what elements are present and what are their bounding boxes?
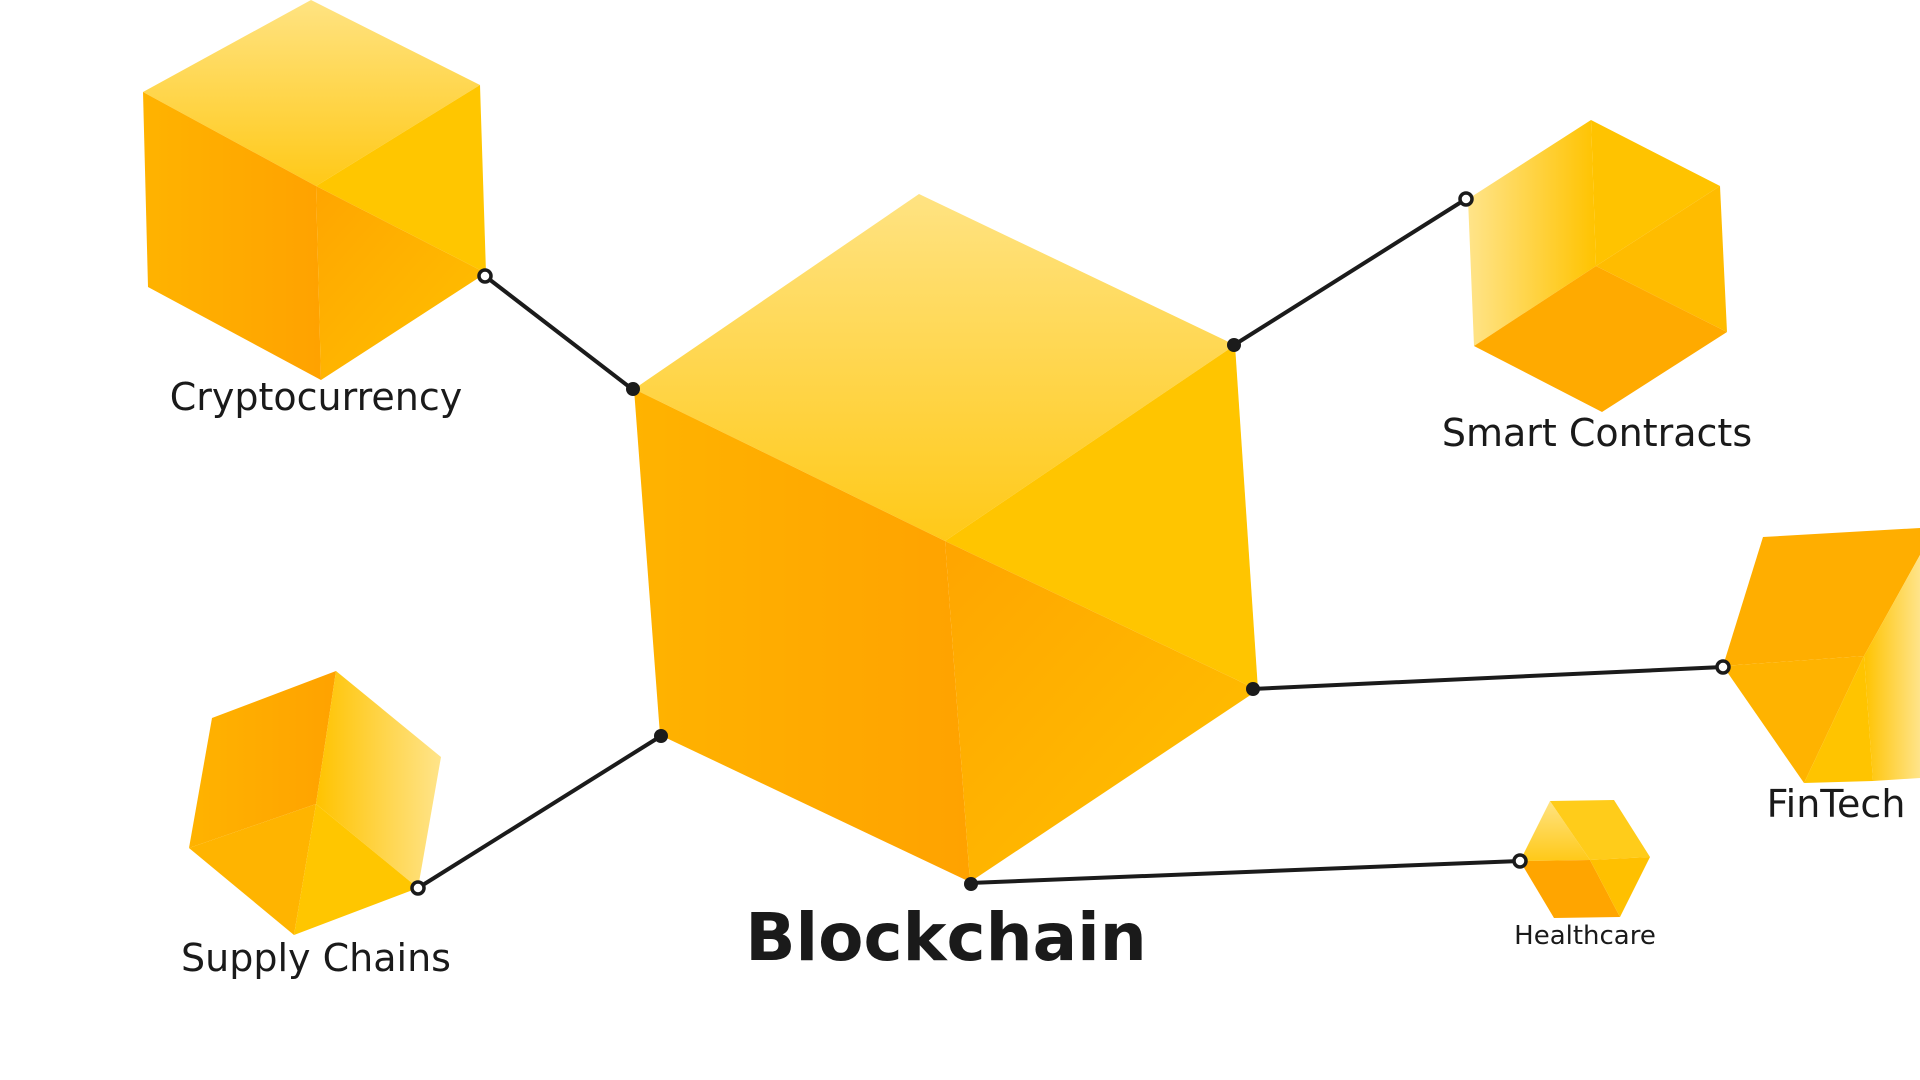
label-fintech: FinTech: [1767, 782, 1906, 826]
endpoint-dot: [964, 877, 978, 891]
endpoint-ring: [1458, 191, 1474, 207]
connector-smart-contracts: [1232, 197, 1468, 347]
connector-endpoints: [410, 191, 1731, 896]
connectors: [416, 197, 1724, 890]
endpoint-dot: [654, 729, 668, 743]
label-cryptocurrency: Cryptocurrency: [170, 375, 462, 419]
fintech-cube: [1723, 528, 1920, 783]
connector-fintech: [1251, 665, 1724, 691]
label-supply-chains: Supply Chains: [181, 936, 451, 980]
connector-supply-chains: [416, 734, 663, 890]
cryptocurrency-cube: [143, 0, 486, 380]
healthcare-cube: [1520, 800, 1650, 918]
label-smart-contracts: Smart Contracts: [1442, 411, 1752, 455]
connector-cryptocurrency: [483, 274, 634, 391]
label-blockchain: Blockchain: [745, 899, 1147, 976]
endpoint-dot: [626, 382, 640, 396]
endpoint-dot: [1246, 682, 1260, 696]
supply-chains-cube: [189, 671, 441, 935]
smart-contracts-cube: [1468, 120, 1727, 412]
endpoint-ring: [410, 880, 426, 896]
endpoint-dot: [1227, 338, 1241, 352]
endpoint-ring: [477, 268, 493, 284]
label-healthcare: Healthcare: [1514, 921, 1656, 951]
labels: Blockchain Cryptocurrency Smart Contract…: [170, 375, 1906, 980]
endpoint-ring: [1715, 659, 1731, 675]
blockchain-cube: [634, 194, 1258, 882]
connector-healthcare: [969, 859, 1521, 885]
endpoint-ring: [1512, 853, 1528, 869]
